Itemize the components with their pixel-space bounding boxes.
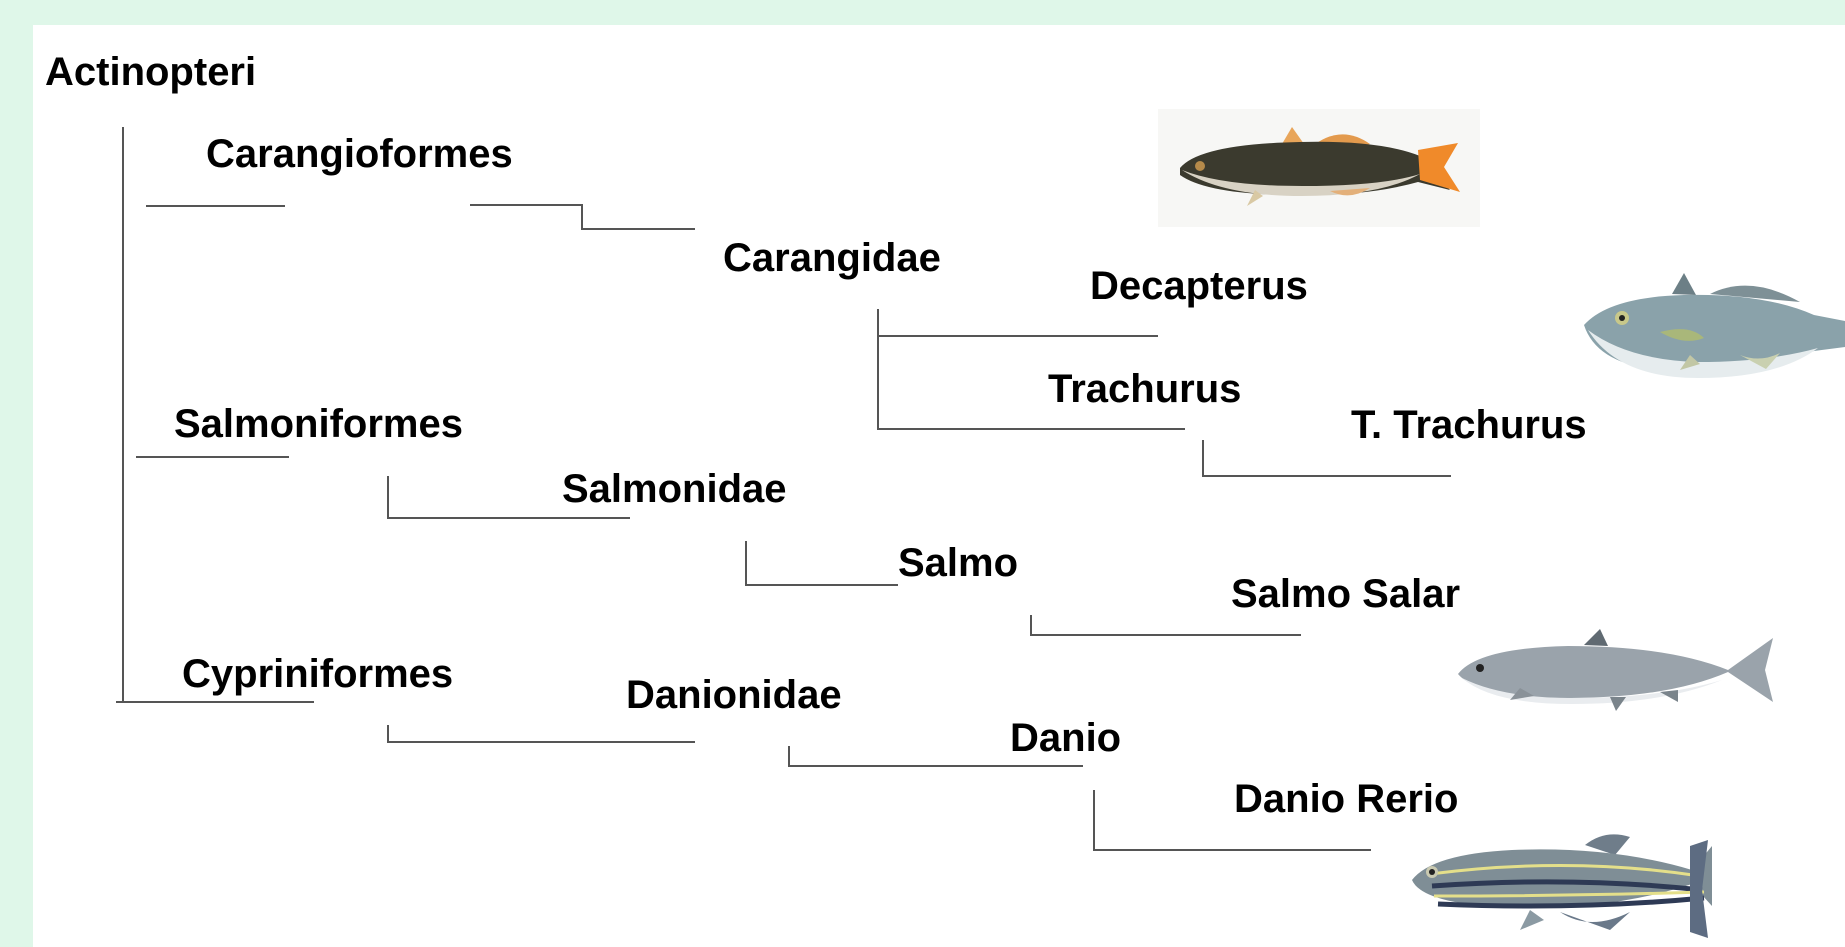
branch-decapterus (878, 309, 1158, 336)
branch-carangiformes-to-carangidae (470, 205, 695, 229)
species-label-salmo-salar: Salmo Salar (1231, 574, 1460, 614)
order-label-cypriniformes: Cypriniformes (182, 654, 453, 694)
order-label-salmoniformes: Salmoniformes (174, 404, 463, 444)
horse-mackerel-fish-icon (1158, 109, 1480, 227)
species-label-danio-rerio: Danio Rerio (1234, 779, 1458, 819)
family-label-salmonidae: Salmonidae (562, 469, 787, 509)
family-label-danionidae: Danionidae (626, 675, 842, 715)
branch-salmo-salar (1031, 615, 1301, 635)
genus-label-decapterus: Decapterus (1090, 266, 1308, 306)
genus-label-trachurus: Trachurus (1048, 369, 1241, 409)
species-label-t-trachurus: T. Trachurus (1351, 405, 1587, 445)
zebrafish-fish-icon (1408, 822, 1720, 942)
scad-fish-icon (1584, 273, 1845, 378)
family-label-carangidae: Carangidae (723, 238, 941, 278)
genus-label-danio: Danio (1010, 718, 1121, 758)
root-label: Actinopteri (45, 52, 256, 92)
order-label-carangiformes: Carangioformes (206, 134, 513, 174)
genus-label-salmo: Salmo (898, 543, 1018, 583)
salmon-fish-icon (1458, 629, 1773, 711)
branch-danionidae (388, 725, 695, 742)
branch-salmo (746, 541, 898, 585)
